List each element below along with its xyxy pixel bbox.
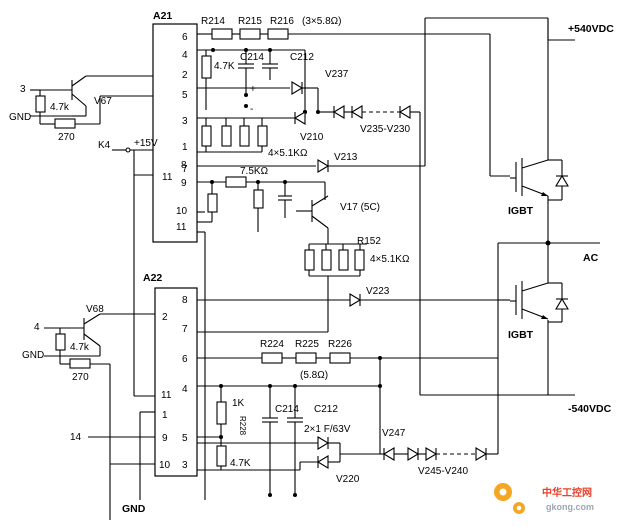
r47k-v67-label: 4.7k — [50, 102, 70, 113]
k4-label: K4 — [98, 140, 111, 151]
chip-a22-name: A22 — [143, 272, 162, 284]
r215-label: R215 — [238, 16, 262, 27]
a21-pin: 11 — [176, 222, 187, 233]
a22-pin: 5 — [182, 433, 188, 444]
chip-a22: A22 8 2 7 6 4 11 1 9 5 10 3 — [143, 272, 198, 477]
c214-a-label: C214 — [240, 52, 264, 63]
a22-output-network: V223 R224 R225 R226 (5.8Ω) 1K R228 — [197, 243, 510, 497]
r47k-a-label: 4.7K — [214, 61, 235, 72]
watermark-url: gkong.com — [546, 502, 594, 512]
igbt-top-label: IGBT — [508, 205, 534, 217]
c214-b-label: C214 — [275, 404, 299, 415]
v68-input-stage: 4 GND 4.7k 270 V68 GND — [22, 304, 155, 520]
c212-a-label: C212 — [290, 52, 314, 63]
r228-label: R228 — [238, 416, 247, 436]
a22-pin: 9 — [162, 433, 168, 444]
ac-label: AC — [583, 252, 599, 264]
igbt-top: IGBT — [508, 158, 569, 243]
a21-pin: 1 — [182, 142, 188, 153]
minus-label: - — [250, 104, 253, 115]
v235-v230-label: V235-V230 — [360, 124, 410, 135]
a22-pin: 4 — [182, 384, 188, 395]
a22-pin: 11 — [161, 390, 172, 401]
r4x51k-label: 4×5.1KΩ — [268, 148, 308, 159]
gnd-label: GND — [122, 503, 146, 515]
plus-label: + — [250, 84, 256, 95]
chip-a21-name: A21 — [153, 10, 172, 22]
v247-label: V247 — [382, 428, 406, 439]
r47k-v68-label: 4.7k — [70, 342, 90, 353]
a21-pin-8: 8 — [181, 160, 187, 171]
a21-pin: 3 — [182, 116, 188, 127]
r152-bank: R152 4×5.1KΩ — [197, 228, 410, 333]
a22-pin: 10 — [159, 460, 171, 471]
r226-label: R226 — [328, 339, 352, 350]
a22-pin: 3 — [182, 460, 188, 471]
v17-label: V17 (5C) — [340, 202, 380, 213]
rail-pos-label: +540VDC — [568, 23, 614, 35]
v220-label: V220 — [336, 474, 360, 485]
v213-label: V213 — [334, 152, 358, 163]
r152-label: R152 — [357, 236, 381, 247]
a22-pin: 6 — [182, 354, 188, 365]
r224-label: R224 — [260, 339, 284, 350]
r270-a-label: 270 — [58, 132, 75, 143]
a21-pin: 4 — [182, 50, 188, 61]
v223-label: V223 — [366, 286, 390, 297]
r152-value: 4×5.1KΩ — [370, 254, 410, 265]
input-3-label: 3 — [20, 84, 26, 95]
v210-label: V210 — [300, 132, 324, 143]
r22x-value: (5.8Ω) — [300, 370, 328, 381]
a21-pin: 9 — [181, 178, 187, 189]
a21-pin: 5 — [182, 90, 188, 101]
r214-label: R214 — [201, 16, 225, 27]
supply-label: +15V — [134, 138, 158, 149]
r1k-label: 1K — [232, 398, 245, 409]
chip-a21: A21 6 4 2 5 3 1 7 8 11 9 10 11 — [152, 10, 198, 243]
gnd2-label: GND — [22, 350, 44, 361]
input-4-label: 4 — [34, 322, 40, 333]
gnd1-label: GND — [9, 112, 31, 123]
c212-b-label: C212 — [314, 404, 338, 415]
r47k-b-label: 4.7K — [230, 458, 251, 469]
r216-label: R216 — [270, 16, 294, 27]
a21-pin: 7 — [182, 164, 188, 175]
v67-input-stage: 3 GND 4.7k 270 V67 — [9, 75, 153, 143]
a21-pin: 10 — [176, 206, 188, 217]
power-rails: +540VDC AC -540VDC — [420, 17, 614, 415]
rail-neg-label: -540VDC — [568, 403, 612, 415]
a21-pin: 11 — [162, 172, 173, 183]
a21-output-network: R214 R215 R216 (3×5.8Ω) 4.7K C214 + - C2… — [197, 16, 510, 500]
v245-v240-label: V245-V240 — [418, 466, 468, 477]
a21-pin: 6 — [182, 32, 188, 43]
a22-pin: 1 — [162, 410, 168, 421]
r75k-label: 7.5KΩ — [240, 166, 269, 177]
a22-pin: 8 — [182, 295, 188, 306]
watermark: 中华工控网 gkong.com — [494, 483, 594, 514]
a22-pin: 2 — [162, 312, 168, 323]
cap-value-label: 2×1 F/63V — [304, 424, 351, 435]
igbt-bottom-label: IGBT — [508, 329, 534, 341]
input-14: 14 — [70, 432, 155, 443]
v67-label: V67 — [94, 96, 112, 107]
igbt-bottom: IGBT — [508, 243, 569, 341]
a21-pin: 2 — [182, 70, 188, 81]
input-14-label: 14 — [70, 432, 82, 443]
r270-b-label: 270 — [72, 372, 89, 383]
v237-label: V237 — [325, 69, 349, 80]
v68-label: V68 — [86, 304, 104, 315]
watermark-cn: 中华工控网 — [542, 486, 592, 499]
a22-pin: 7 — [182, 324, 188, 335]
r225-label: R225 — [295, 339, 319, 350]
k4-supply: K4 +15V — [98, 138, 158, 397]
r216-value: (3×5.8Ω) — [302, 16, 341, 27]
